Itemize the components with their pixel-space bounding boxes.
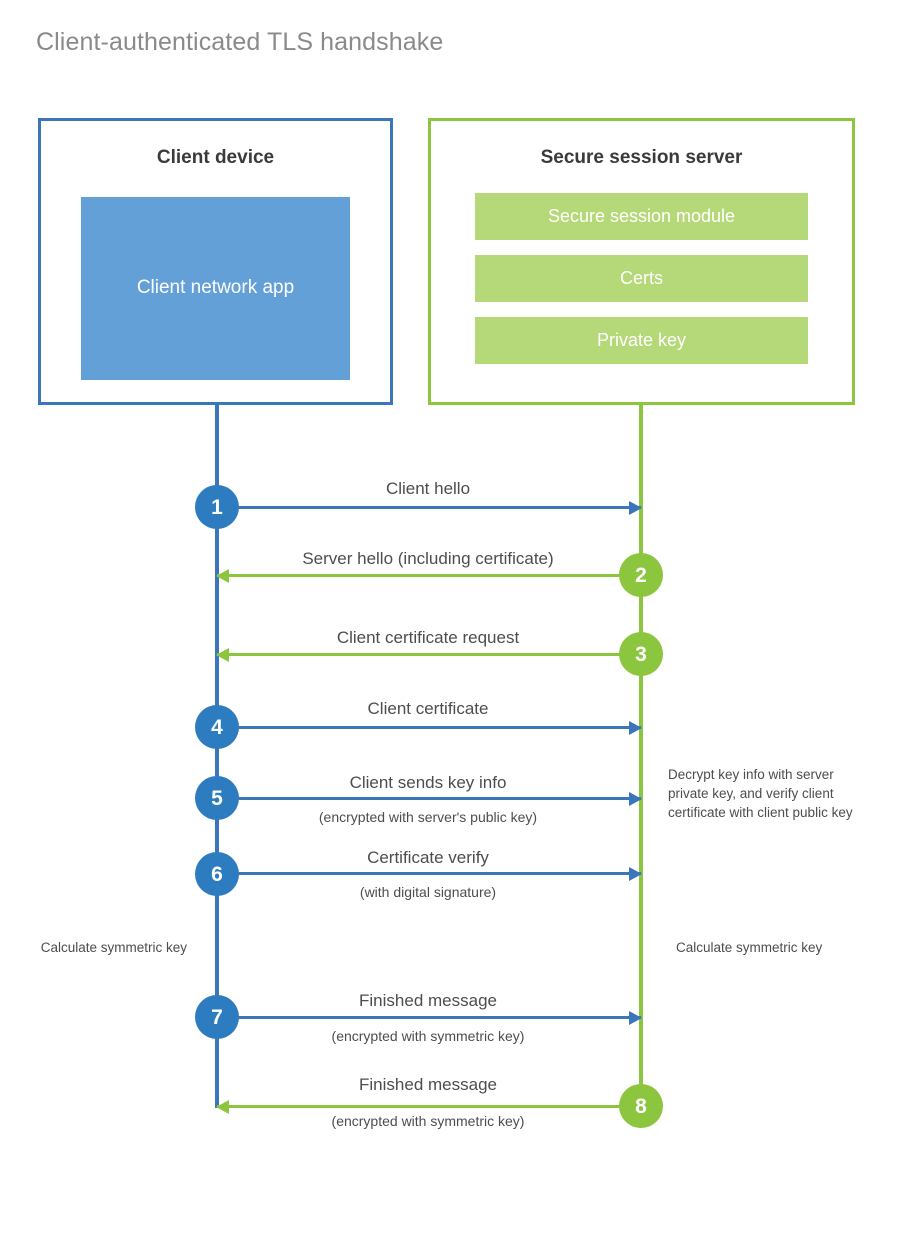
server-components-list: Secure session module Certs Private key	[475, 193, 808, 364]
step-8-arrow	[216, 1099, 641, 1114]
client-lifeline	[215, 405, 219, 1108]
step-7-label: Finished message	[359, 991, 497, 1010]
secure-session-server-title: Secure session server	[540, 147, 743, 168]
step-5-label: Client sends key info	[349, 773, 507, 792]
client-device-title: Client device	[156, 147, 275, 168]
client-device-box: Client device Client network app	[38, 118, 393, 405]
step-6-sublabel: (with digital signature)	[359, 884, 497, 900]
step-4-badge[interactable]: 4	[195, 705, 239, 749]
step-6-badge[interactable]: 6	[195, 852, 239, 896]
step-5-badge[interactable]: 5	[195, 776, 239, 820]
step-2-label: Server hello (including certificate)	[302, 549, 554, 568]
step-8-badge[interactable]: 8	[619, 1084, 663, 1128]
page-title: Client-authenticated TLS handshake	[36, 28, 444, 56]
server-component-certs: Certs	[475, 255, 808, 302]
step-4-arrow	[217, 720, 642, 735]
step-5-arrow	[217, 791, 642, 806]
step-7-arrow	[217, 1010, 642, 1025]
step-3-arrow	[216, 647, 641, 662]
step-3-badge[interactable]: 3	[619, 632, 663, 676]
step-5-sublabel: (encrypted with server's public key)	[318, 809, 538, 825]
step-1-label: Client hello	[385, 479, 471, 498]
server-component-private-key: Private key	[475, 317, 808, 364]
step-1-badge[interactable]: 1	[195, 485, 239, 529]
server-decrypt-note: Decrypt key info with server private key…	[668, 767, 853, 821]
step-1-arrow	[217, 500, 642, 515]
step-8-sublabel: (encrypted with symmetric key)	[331, 1113, 525, 1129]
server-calculate-symmetric-key-note: Calculate symmetric key	[676, 940, 823, 955]
step-4-label: Client certificate	[367, 699, 489, 718]
step-2-badge[interactable]: 2	[619, 553, 663, 597]
step-3-label: Client certificate request	[336, 628, 520, 647]
client-network-app-block: Client network app	[81, 197, 350, 380]
secure-session-server-box: Secure session server Secure session mod…	[428, 118, 855, 405]
step-7-sublabel: (encrypted with symmetric key)	[331, 1028, 525, 1044]
server-component-secure-session-module: Secure session module	[475, 193, 808, 240]
step-7-badge[interactable]: 7	[195, 995, 239, 1039]
server-lifeline	[639, 405, 643, 1105]
step-6-label: Certificate verify	[367, 848, 489, 867]
step-8-label: Finished message	[359, 1075, 497, 1094]
client-calculate-symmetric-key-note: Calculate symmetric key	[40, 940, 187, 955]
step-2-arrow	[216, 568, 641, 583]
step-6-arrow	[217, 866, 642, 881]
